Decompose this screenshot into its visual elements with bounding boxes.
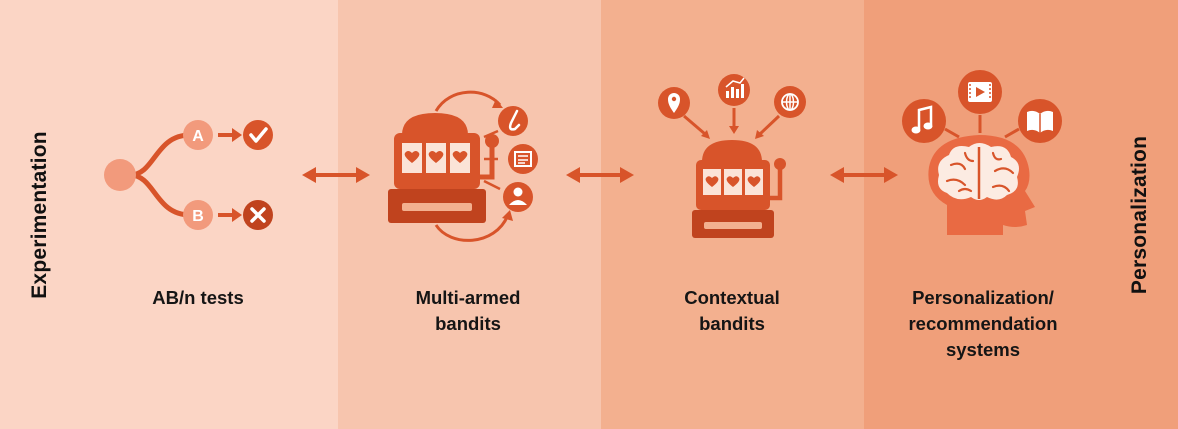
saxophone-icon: [498, 106, 528, 136]
option-a-node: [183, 120, 213, 150]
option-b-node: [183, 200, 213, 230]
video-icon: [958, 70, 1002, 114]
location-pin-icon: [658, 87, 690, 119]
brain-icon: [938, 143, 1019, 200]
side-label-experimentation: Experimentation: [28, 130, 52, 299]
check-icon: [243, 120, 273, 150]
stage-label-ab-tests: AB/n tests: [152, 287, 244, 308]
newspaper-icon: [508, 144, 538, 174]
option-a-label: A: [192, 128, 204, 145]
music-icon: [902, 99, 946, 143]
stage-label-multi-armed-bandits: Multi-armed bandits: [415, 287, 521, 334]
stage-label-contextual-bandits: Contextual bandits: [684, 287, 780, 334]
cross-icon: [243, 200, 273, 230]
chart-icon: [718, 74, 750, 106]
slot-machine-icon: [388, 113, 499, 223]
option-b-label: B: [192, 208, 204, 225]
personalization-icon: [902, 70, 1062, 235]
stage-band-ab-tests: [0, 0, 338, 429]
slot-machine-icon: [692, 140, 786, 238]
ab-split-icon: A B: [104, 120, 273, 230]
double-arrow-icon: [566, 167, 634, 183]
double-arrow-icon: [830, 167, 898, 183]
book-icon: [1018, 99, 1062, 143]
side-label-personalization: Personalization: [1128, 135, 1152, 294]
origin-node: [104, 159, 136, 191]
multi-armed-bandit-icon: [388, 90, 538, 242]
double-arrow-icon: [302, 167, 370, 183]
globe-icon: [774, 86, 806, 118]
user-icon: [503, 182, 533, 212]
contextual-bandit-icon: [658, 74, 806, 238]
stage-label-personalization-systems: Personalization/ recommendation systems: [908, 287, 1058, 360]
